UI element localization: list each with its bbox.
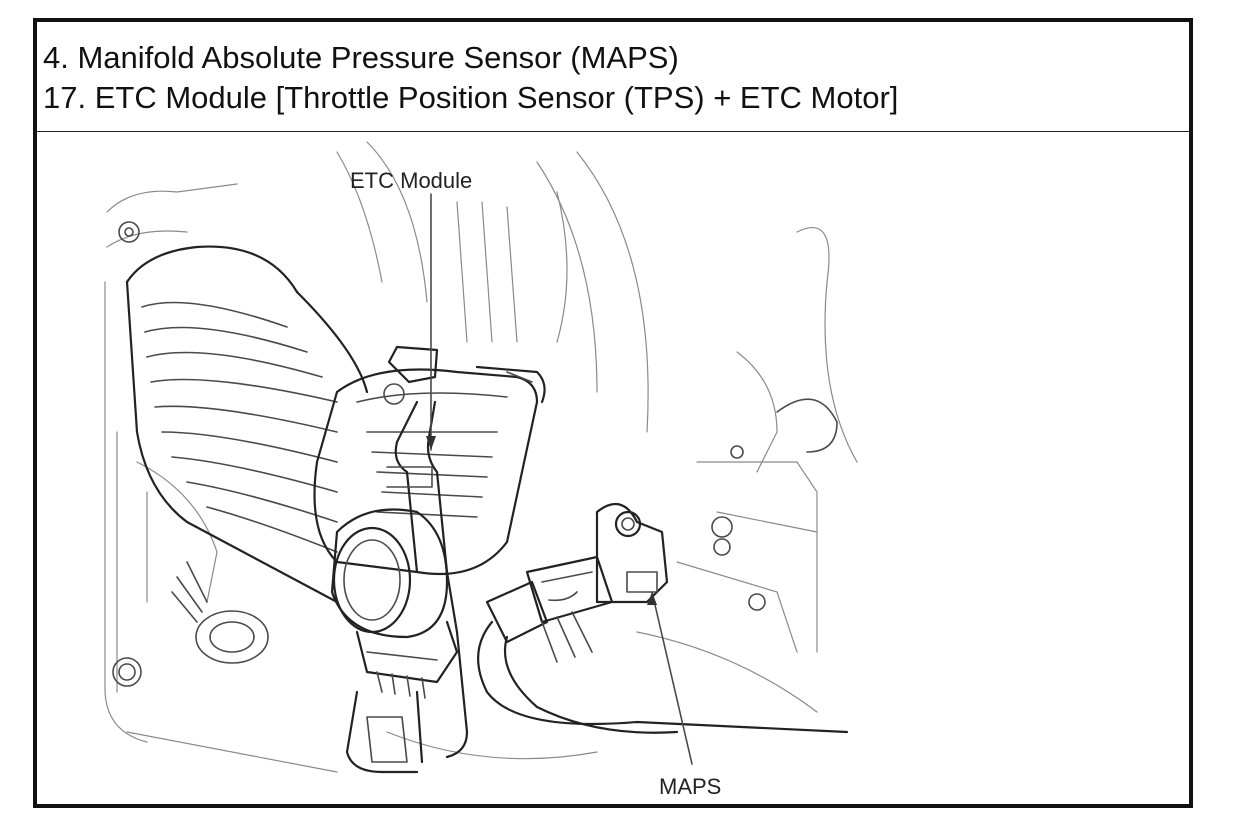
engine-background-lines	[104, 141, 858, 773]
callout-leaders	[426, 193, 693, 765]
intake-hose	[125, 245, 369, 604]
etc-module-assembly	[313, 345, 546, 774]
maps-callout-label: MAPS	[659, 774, 721, 799]
engine-line-drawing: ETC Module MAPS	[104, 141, 858, 799]
caption-panel: 4. Manifold Absolute Pressure Sensor (MA…	[37, 22, 1189, 132]
etc-module-callout-label: ETC Module	[350, 168, 472, 193]
caption-line-etc-module: 17. ETC Module [Throttle Position Sensor…	[43, 80, 899, 115]
maps-sensor-assembly	[477, 502, 849, 734]
diagram-frame: 4. Manifold Absolute Pressure Sensor (MA…	[33, 18, 1193, 808]
caption-line-maps: 4. Manifold Absolute Pressure Sensor (MA…	[43, 40, 679, 75]
